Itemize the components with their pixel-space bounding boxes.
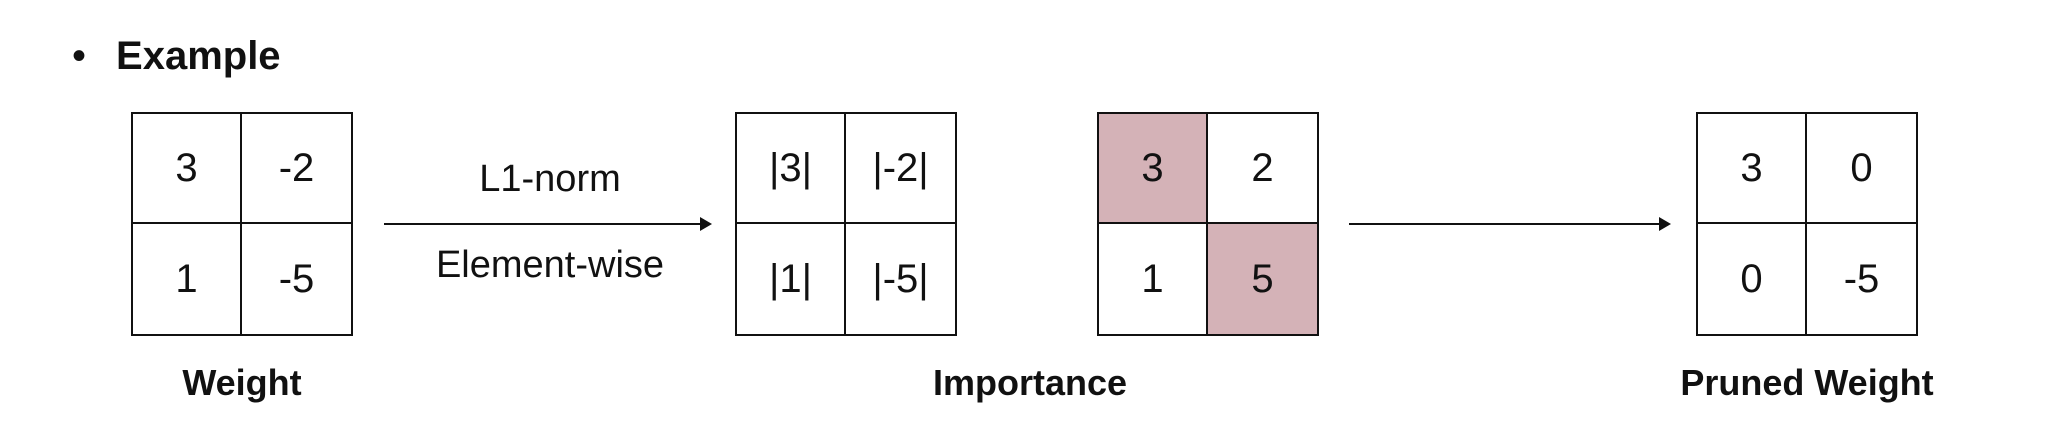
absolute-value-matrix: |3| |-2| |1| |-5|: [735, 112, 957, 336]
pruned-cell-r2c1: 0: [1698, 224, 1807, 334]
weight-cell-r1c1: 3: [133, 114, 242, 224]
weight-caption: Weight: [182, 362, 302, 403]
weight-cell-r2c2: -5: [278, 256, 315, 301]
importance-cell-r2c1: 1: [1099, 224, 1208, 334]
importance-cell-r2c2-kept: 5: [1208, 224, 1317, 334]
pruning-arrow: [1349, 217, 1671, 231]
importance-caption: Importance: [932, 362, 1128, 403]
weight-cell-r1c2: -2: [242, 114, 351, 224]
pruned-weight-matrix: 3 0 0 -5: [1696, 112, 1918, 336]
importance-matrix: 3 2 1 5: [1097, 112, 1319, 336]
arrow-label-element-wise: Element-wise: [435, 244, 665, 286]
pruned-cell-r1c2: 0: [1807, 114, 1916, 224]
pruned-weight-caption: Pruned Weight: [1680, 362, 1934, 403]
abs-cell-r2c2: |-5|: [872, 256, 929, 301]
abs-cell-r2c1: |1|: [737, 224, 846, 334]
weight-matrix: 3 -2 1 -5: [131, 112, 353, 336]
section-heading: Example: [116, 33, 281, 78]
importance-cell-r1c1-kept: 3: [1099, 114, 1208, 224]
l1-norm-arrow: [384, 217, 712, 231]
abs-cell-r1c1: |3|: [737, 114, 846, 224]
bullet-point: •: [72, 34, 87, 78]
pruned-cell-r2c2: -5: [1843, 256, 1880, 301]
abs-cell-r1c2: |-2|: [846, 114, 955, 224]
example-heading-row: • Example: [72, 28, 281, 84]
importance-cell-r1c2: 2: [1208, 114, 1317, 224]
weight-cell-r2c1: 1: [133, 224, 242, 334]
arrow-label-l1-norm: L1-norm: [479, 158, 621, 200]
pruned-cell-r1c1: 3: [1698, 114, 1807, 224]
